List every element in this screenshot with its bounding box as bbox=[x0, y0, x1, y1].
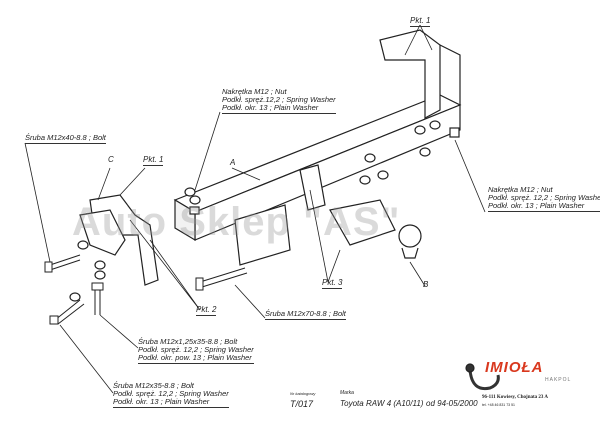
catalog-label: Nr katalogowy bbox=[290, 391, 316, 396]
label-pkt1-top: Pkt. 1 bbox=[410, 16, 431, 27]
callout-line: Podkł. spręż. 12,2 ; Spring Washer bbox=[113, 389, 229, 398]
callout-line: Śruba M12x70-8.8 ; Bolt bbox=[265, 309, 346, 318]
callout-line: Podkł. okr. 13 ; Plain Washer bbox=[488, 201, 585, 210]
callout-line: Podkł. okr. 13 ; Plain Washer bbox=[222, 103, 319, 112]
callout-line: Śruba M12x40-8.8 ; Bolt bbox=[25, 133, 106, 142]
label-b: B bbox=[423, 280, 429, 289]
label-a: A bbox=[230, 158, 236, 167]
company-address: 96-111 Kowiesy, Chojnata 23 A bbox=[482, 395, 548, 400]
production-date: od 94-05/2000 bbox=[426, 399, 478, 408]
callout-line: Podkł. okr. 13 ; Plain Washer bbox=[113, 397, 210, 406]
callout-line: Nakrętka M12 ; Nut bbox=[488, 185, 553, 194]
callout-line: Podkł. spręż.12,2 ; Spring Washer bbox=[222, 95, 336, 104]
imiola-logo: IMIOŁA bbox=[485, 359, 544, 376]
label-pkt3: Pkt. 3 bbox=[322, 278, 343, 289]
company-phone: tel. +48 46 831 73 51 bbox=[482, 403, 515, 407]
right-bracket bbox=[379, 29, 441, 119]
callout-bolt-m12x70: Śruba M12x70-8.8 ; Bolt bbox=[265, 310, 346, 320]
callout-bolt-m12x125: Śruba M12x1,25x35-8.8 ; Bolt Podkł. sprę… bbox=[138, 338, 254, 364]
brand-label: Marka bbox=[340, 390, 354, 396]
callout-line: Podkł. okr. pow. 13 ; Plain Washer bbox=[138, 353, 252, 362]
catalog-number: T/017 bbox=[290, 399, 314, 409]
callout-line: Podkł. spręż. 12,2 ; Spring Washer bbox=[488, 193, 600, 202]
callout-line: Śruba M12x1,25x35-8.8 ; Bolt bbox=[138, 337, 238, 346]
callout-bolt-m12x35: Śruba M12x35-8.8 ; Bolt Podkł. spręż. 12… bbox=[113, 382, 229, 408]
label-pkt1-left: Pkt. 1 bbox=[143, 155, 164, 166]
callout-left-bolt: Śruba M12x40-8.8 ; Bolt bbox=[25, 134, 106, 144]
callout-line: Nakrętka M12 ; Nut bbox=[222, 87, 287, 96]
callout-line: Śruba M12x35-8.8 ; Bolt bbox=[113, 381, 194, 390]
crossbar bbox=[173, 94, 462, 242]
logo-hook-icon bbox=[468, 369, 500, 391]
watermark: Auto Sklep "AS" bbox=[72, 200, 401, 244]
washers bbox=[69, 120, 460, 302]
hakpol-logo-text: HAKPOL bbox=[545, 377, 572, 383]
label-pkt2: Pkt. 2 bbox=[196, 305, 217, 316]
ball-mount bbox=[234, 164, 422, 266]
label-c: C bbox=[108, 155, 114, 164]
callout-top-nut: Nakrętka M12 ; Nut Podkł. spręż.12,2 ; S… bbox=[222, 88, 336, 114]
callout-line: Podkł. spręż. 12,2 ; Spring Washer bbox=[138, 345, 254, 354]
vehicle-model: Toyota RAW 4 (A10/11) bbox=[340, 399, 424, 408]
leader-lines bbox=[24, 24, 486, 394]
bolts bbox=[44, 254, 248, 325]
callout-right-nut: Nakrętka M12 ; Nut Podkł. spręż. 12,2 ; … bbox=[488, 186, 600, 212]
